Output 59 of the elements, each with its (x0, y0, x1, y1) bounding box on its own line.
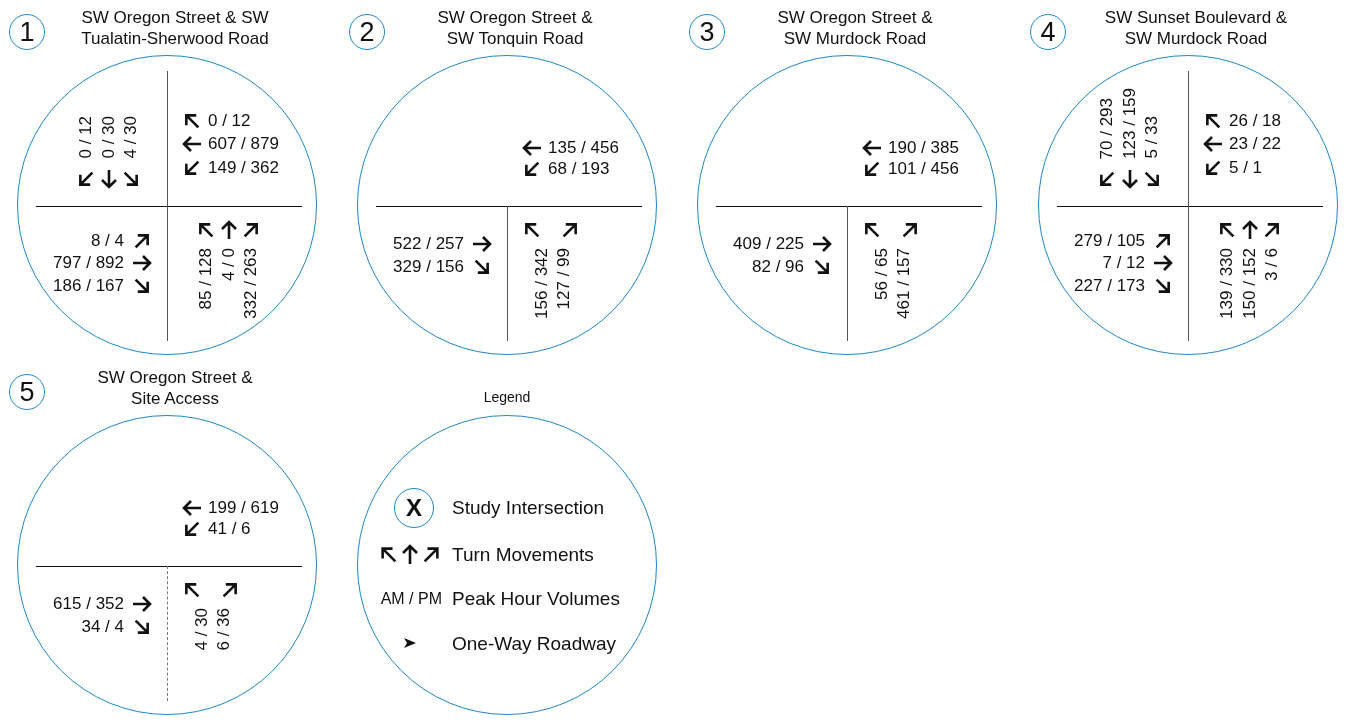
volume-label: 156 / 342 (532, 248, 552, 319)
intersection-title: SW Oregon Street & SW Tonquin Road (436, 7, 594, 49)
volume-label: 6 / 36 (214, 608, 234, 651)
volume-label: 68 / 193 (548, 159, 610, 179)
volume-format-label: AM / PM (380, 589, 442, 609)
number-badge: 3 (689, 14, 725, 50)
volume-label: 34 / 4 (81, 617, 124, 637)
number-badge: X (394, 488, 434, 528)
volume-label: 522 / 257 (393, 234, 464, 254)
volume-label: 329 / 156 (393, 257, 464, 277)
volume-label: 123 / 159 (1120, 88, 1140, 159)
volume-label: 4 / 30 (121, 116, 141, 159)
volume-label: 7 / 12 (1102, 253, 1145, 273)
volume-label: 23 / 22 (1229, 134, 1281, 154)
volume-label: 607 / 879 (208, 134, 279, 154)
volume-label: 0 / 12 (208, 111, 251, 131)
number-badge: 2 (349, 14, 385, 50)
volume-label: 0 / 12 (76, 116, 96, 159)
volume-label: 332 / 263 (241, 248, 261, 319)
volume-label: 5 / 1 (1229, 158, 1263, 178)
volume-label: 615 / 352 (53, 594, 124, 614)
volume-label: 4 / 30 (192, 608, 212, 651)
volume-label: 190 / 385 (888, 138, 959, 158)
legend-label: Peak Hour Volumes (452, 588, 620, 610)
legend-title: Legend (482, 388, 532, 407)
intersection-title: SW Sunset Boulevard & SW Murdock Road (1103, 7, 1289, 49)
volume-label: 85 / 128 (196, 248, 216, 310)
volume-label: 56 / 65 (872, 248, 892, 300)
volume-label: 199 / 619 (208, 498, 279, 518)
volume-label: 70 / 293 (1097, 97, 1117, 159)
volume-label: 4 / 0 (219, 248, 239, 282)
volume-label: 82 / 96 (752, 257, 804, 277)
volume-label: 127 / 99 (554, 248, 574, 310)
intersection-title: SW Oregon Street & Site Access (96, 367, 254, 409)
intersection-title: SW Oregon Street & SW Murdock Road (776, 7, 934, 49)
volume-label: 8 / 4 (90, 231, 124, 251)
volume-label: 186 / 167 (53, 276, 124, 296)
volume-label: 135 / 456 (548, 138, 619, 158)
volume-label: 41 / 6 (208, 519, 251, 539)
volume-label: 0 / 30 (99, 116, 119, 159)
legend-label: One-Way Roadway (452, 633, 617, 655)
volume-label: 26 / 18 (1229, 111, 1281, 131)
volume-label: 101 / 456 (888, 159, 959, 179)
legend-label: Turn Movements (452, 544, 594, 566)
number-badge: 5 (9, 374, 45, 410)
intersection-title: SW Oregon Street & SW Tualatin-Sherwood Road (80, 7, 270, 49)
volume-label: 227 / 173 (1074, 276, 1145, 296)
volume-label: 279 / 105 (1074, 231, 1145, 251)
number-badge: 1 (9, 14, 45, 50)
volume-label: 409 / 225 (733, 234, 804, 254)
volume-label: 797 / 892 (53, 253, 124, 273)
volume-label: 5 / 33 (1142, 116, 1162, 159)
volume-label: 3 / 6 (1262, 248, 1282, 282)
number-badge: 4 (1030, 14, 1066, 50)
legend-label: Study Intersection (452, 497, 605, 519)
volume-label: 150 / 152 (1240, 248, 1260, 319)
volume-label: 461 / 157 (894, 248, 914, 319)
volume-label: 149 / 362 (208, 158, 279, 178)
volume-label: 139 / 330 (1217, 248, 1237, 319)
